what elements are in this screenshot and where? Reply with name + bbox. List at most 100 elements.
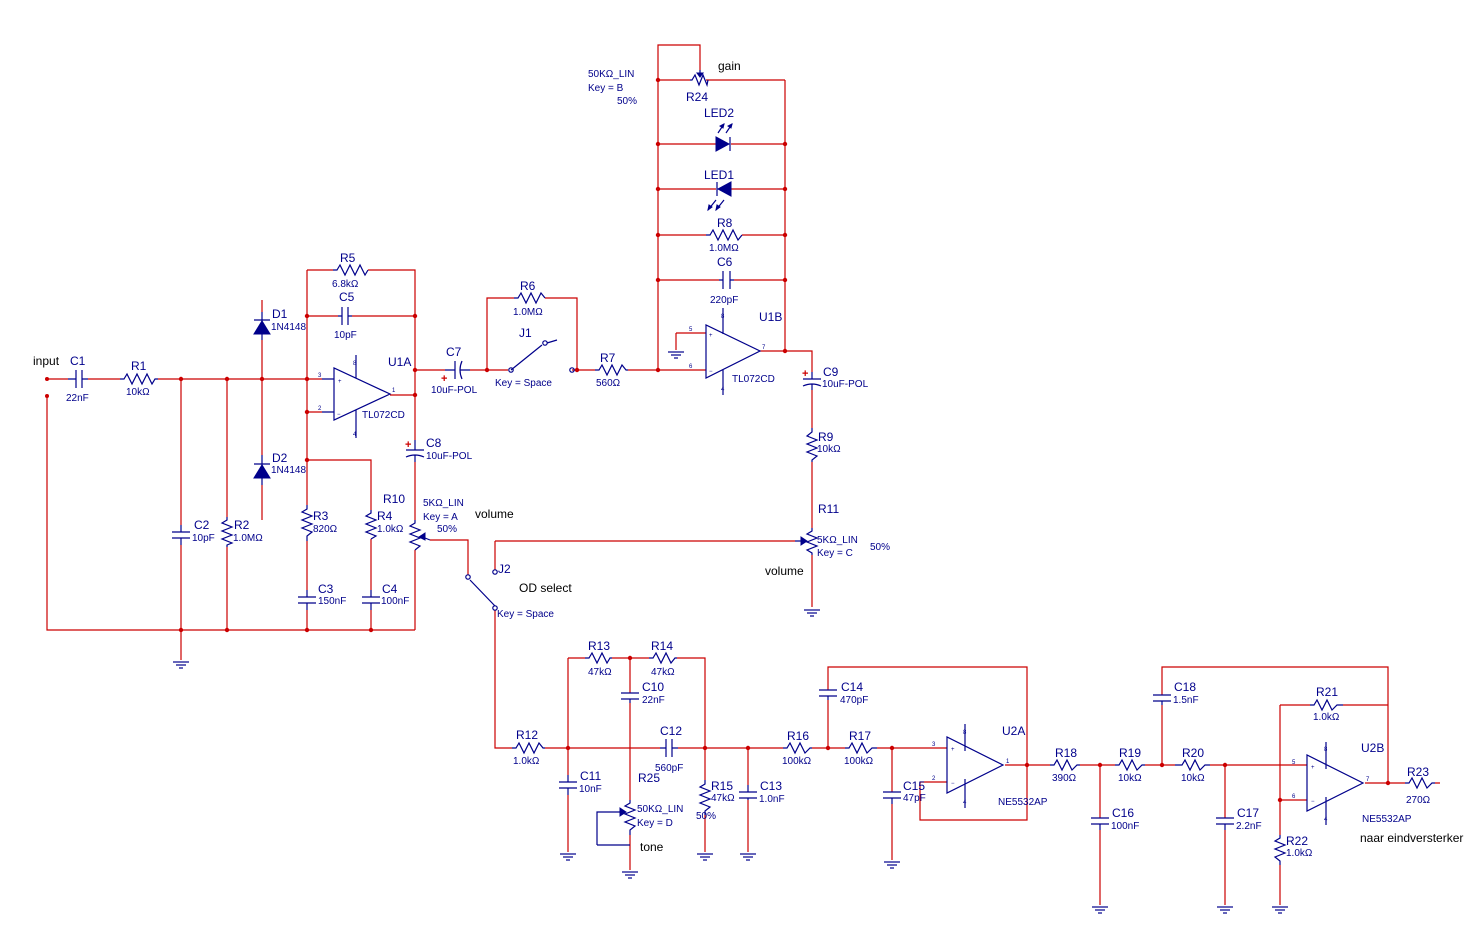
R6-value: 1.0MΩ	[513, 307, 543, 318]
capacitor-C2: C2 10pF	[172, 518, 215, 545]
svg-text:+: +	[1311, 765, 1315, 771]
svg-text:3: 3	[318, 373, 322, 379]
svg-text:−: −	[951, 781, 955, 787]
capacitor-C11: C11 10nF	[559, 769, 602, 795]
J1-value: Key = Space	[495, 378, 552, 389]
R24-ref: R24	[686, 90, 708, 104]
resistor-R21: R21 1.0kΩ	[1310, 685, 1343, 723]
C3-ref: C3	[318, 582, 334, 596]
R15-ref: R15	[711, 779, 733, 793]
svg-text:4: 4	[353, 432, 357, 438]
R5-value: 6.8kΩ	[332, 279, 359, 290]
R13-ref: R13	[588, 639, 610, 653]
D1-value: 1N4148	[271, 322, 306, 333]
input-label: input	[33, 354, 60, 368]
svg-text:8: 8	[1324, 747, 1328, 753]
C12-value: 560pF	[655, 763, 683, 774]
svg-text:+: +	[802, 368, 808, 380]
resistor-R1: R1 10kΩ	[120, 359, 158, 398]
R5-ref: R5	[340, 251, 356, 265]
C17-ref: C17	[1237, 806, 1259, 820]
R24-key: Key = B	[588, 83, 624, 94]
svg-text:3: 3	[932, 742, 936, 748]
U2B-ref: U2B	[1361, 741, 1384, 755]
potentiometer-R24: 50KΩ_LIN Key = B 50% R24 gain	[588, 59, 741, 107]
C15-ref: C15	[903, 779, 925, 793]
LED1-ref: LED1	[704, 168, 734, 182]
R1-ref: R1	[131, 359, 147, 373]
R23-ref: R23	[1407, 765, 1429, 779]
C17-value: 2.2nF	[1236, 821, 1262, 832]
R21-value: 1.0kΩ	[1313, 712, 1340, 723]
C11-value: 10nF	[579, 784, 602, 795]
U1A-ref: U1A	[388, 355, 411, 369]
C18-ref: C18	[1174, 680, 1196, 694]
C2-ref: C2	[194, 518, 210, 532]
svg-text:−: −	[1311, 799, 1315, 805]
U2A-value: NE5532AP	[998, 797, 1048, 808]
R8-value: 1.0MΩ	[709, 243, 739, 254]
svg-text:−: −	[337, 412, 341, 418]
svg-text:−: −	[709, 369, 713, 375]
C13-value: 1.0nF	[759, 794, 785, 805]
R10-value: 5KΩ_LIN	[423, 498, 464, 509]
ground-symbol	[621, 871, 639, 879]
C7-ref: C7	[446, 345, 462, 359]
diode-D2: D2 1N4148	[253, 451, 306, 485]
R25-ref: R25	[638, 771, 660, 785]
led-LED2: LED2	[704, 106, 734, 152]
ground-symbol	[1216, 906, 1234, 914]
svg-text:7: 7	[762, 345, 766, 351]
R22-value: 1.0kΩ	[1286, 848, 1313, 859]
R3-ref: R3	[313, 509, 329, 523]
svg-text:2: 2	[318, 406, 322, 412]
R9-value: 10kΩ	[817, 444, 841, 455]
capacitor-C9: + C9 10uF-POL	[802, 365, 869, 390]
C16-value: 100nF	[1111, 821, 1139, 832]
C9-ref: C9	[823, 365, 839, 379]
C5-value: 10pF	[334, 330, 357, 341]
C6-value: 220pF	[710, 295, 738, 306]
od-select-label: OD select	[519, 581, 572, 595]
U1A-value: TL072CD	[362, 410, 405, 421]
capacitor-C3: C3 150nF	[298, 582, 346, 610]
gain-label: gain	[718, 59, 741, 73]
resistor-R4: R4 1.0kΩ R10	[364, 492, 405, 540]
led-LED1: LED1	[704, 168, 734, 212]
R10-percent: 50%	[437, 524, 457, 535]
resistor-R16: R16 100kΩ	[782, 729, 812, 767]
C15-value: 47pF	[903, 793, 926, 804]
tone-label: tone	[640, 840, 664, 854]
svg-text:1: 1	[392, 388, 396, 394]
D2-value: 1N4148	[271, 465, 306, 476]
R14-ref: R14	[651, 639, 673, 653]
R11-percent: 50%	[870, 542, 890, 553]
D1-ref: D1	[272, 307, 288, 321]
capacitor-C5: C5 10pF	[334, 290, 357, 341]
volume-label-1: volume	[475, 507, 514, 521]
resistor-R20: R20 10kΩ	[1175, 746, 1210, 784]
resistor-R9: R9 10kΩ	[805, 428, 841, 462]
svg-text:6: 6	[689, 364, 693, 370]
capacitor-C15: C15 47pF	[883, 779, 926, 804]
resistor-R19: R19 10kΩ	[1115, 746, 1145, 784]
C16-ref: C16	[1112, 806, 1134, 820]
R10-key: Key = A	[423, 512, 458, 523]
ground-symbol	[696, 853, 714, 861]
R23-value: 270Ω	[1406, 795, 1431, 806]
R9-ref: R9	[818, 430, 834, 444]
opamp-U1A: +− 32 184 U1A TL072CD	[318, 355, 411, 438]
svg-text:+: +	[709, 333, 713, 339]
ground-symbol	[1091, 906, 1109, 914]
resistor-R23: R23 270Ω	[1405, 765, 1435, 806]
svg-text:7: 7	[1366, 777, 1370, 783]
C1-ref: C1	[70, 354, 86, 368]
ground-symbol	[172, 661, 190, 669]
capacitor-C10: C10 22nF	[621, 680, 665, 706]
svg-text:5: 5	[689, 327, 693, 333]
capacitor-C14: C14 470pF	[819, 680, 868, 706]
R20-value: 10kΩ	[1181, 773, 1205, 784]
C18-value: 1.5nF	[1173, 695, 1199, 706]
R4-ref: R4	[377, 509, 393, 523]
